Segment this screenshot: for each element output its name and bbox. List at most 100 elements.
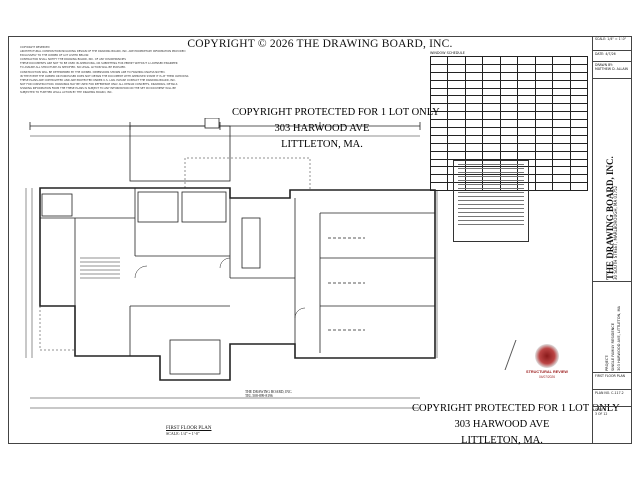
schedule-cell <box>499 134 519 144</box>
schedule-cell <box>534 71 554 81</box>
schedule-row <box>429 127 588 136</box>
schedule-cell <box>447 63 466 73</box>
schedule-cell <box>447 103 466 113</box>
stamp-address: 303 HARWOOD AVE <box>454 419 550 430</box>
schedule-cell <box>517 79 536 89</box>
schedule-cell <box>429 56 449 65</box>
schedule-cell <box>517 150 536 160</box>
schedule-cell <box>482 95 501 105</box>
schedule-cell <box>517 71 536 81</box>
schedule-cell <box>517 134 536 144</box>
schedule-cell <box>429 63 449 73</box>
schedule-cell <box>499 127 519 136</box>
schedule-row <box>429 134 588 144</box>
schedule-row <box>429 63 588 73</box>
note-line: SHARING INFORMATION FROM THE THESE PLANS… <box>20 86 176 90</box>
schedule-cell <box>429 95 449 105</box>
schedule-cell <box>534 166 554 176</box>
schedule-cell <box>517 142 536 152</box>
schedule-cell <box>447 111 466 121</box>
schedule-cell <box>552 63 571 73</box>
schedule-row <box>429 79 588 89</box>
schedule-cell <box>499 142 519 152</box>
stamp-line: COPYRIGHT PROTECTED FOR 1 LOT ONLY <box>232 107 440 118</box>
review-seal-icon <box>535 344 559 368</box>
schedule-cell <box>552 87 571 97</box>
window-schedule-table <box>429 56 588 192</box>
schedule-cell <box>569 71 588 81</box>
note-line: SUBJECTED TO FURTHER LEGAL ACTION BY THE… <box>20 91 113 95</box>
schedule-cell <box>569 103 588 113</box>
schedule-cell <box>517 119 536 129</box>
note-line: THESE DOCUMENTS ARE NOT TO BE USED IN AP… <box>20 62 178 66</box>
schedule-cell <box>464 111 484 121</box>
title-block: SCALE: 1/4" = 1'-0" DATE: 4/7/26 DRAWN B… <box>592 36 632 444</box>
schedule-cell <box>464 56 484 65</box>
structural-review-stamp: STRUCTURAL REVIEW 04/07/2026 <box>515 340 579 384</box>
schedule-cell <box>482 79 501 89</box>
note-line: THESE PLANS ARE COPYRIGHTED AND ARE PROT… <box>20 78 176 82</box>
schedule-cell <box>499 79 519 89</box>
tb-date: DATE: 4/7/26 <box>593 51 632 62</box>
schedule-cell <box>464 79 484 89</box>
schedule-cell <box>499 103 519 113</box>
note-line: EXCLUSIVELY TO THE OWNER OF LOT LISTED B… <box>20 54 89 58</box>
schedule-cell <box>569 119 588 129</box>
schedule-cell <box>552 71 571 81</box>
schedule-cell <box>569 142 588 152</box>
schedule-row <box>429 71 588 81</box>
schedule-cell <box>552 150 571 160</box>
schedule-row <box>429 150 588 160</box>
schedule-cell <box>534 87 554 97</box>
schedule-row <box>429 158 588 168</box>
schedule-cell <box>447 79 466 89</box>
schedule-cell <box>464 127 484 136</box>
schedule-cell <box>534 79 554 89</box>
tb-firm: THE DRAWING BOARD, INC. 30 SOUTH STREET,… <box>593 79 632 282</box>
schedule-cell <box>482 119 501 129</box>
review-date: 04/07/2026 <box>539 375 555 379</box>
schedule-cell <box>447 95 466 105</box>
plan-title: FIRST FLOOR PLAN <box>166 426 212 431</box>
schedule-cell <box>464 63 484 73</box>
review-label: STRUCTURAL REVIEW <box>526 370 568 374</box>
schedule-cell <box>569 56 588 65</box>
schedule-cell <box>569 174 588 184</box>
tb-plan-no: PLAN NO. C-117.2 <box>593 390 632 407</box>
schedule-cell <box>517 63 536 73</box>
schedule-cell <box>464 142 484 152</box>
schedule-cell <box>552 166 571 176</box>
schedule-cell <box>464 103 484 113</box>
schedule-cell <box>552 95 571 105</box>
schedule-cell <box>517 95 536 105</box>
schedule-cell <box>534 119 554 129</box>
schedule-cell <box>534 158 554 168</box>
copyright-banner: COPYRIGHT © 2026 THE DRAWING BOARD, INC. <box>187 38 453 50</box>
schedule-cell <box>447 71 466 81</box>
schedule-cell <box>534 134 554 144</box>
schedule-cell <box>569 63 588 73</box>
schedule-cell <box>447 87 466 97</box>
schedule-cell <box>429 71 449 81</box>
schedule-cell <box>482 127 501 136</box>
schedule-cell <box>552 103 571 113</box>
schedule-cell <box>482 87 501 97</box>
schedule-cell <box>447 134 466 144</box>
schedule-cell <box>534 174 554 184</box>
schedule-cell <box>447 119 466 129</box>
tb-project-label: PROJECT: <box>604 354 609 371</box>
copyright-stamp-bottom: COPYRIGHT PROTECTED FOR 1 LOT ONLY 303 H… <box>412 403 620 446</box>
schedule-cell <box>534 103 554 113</box>
schedule-cell <box>447 127 466 136</box>
schedule-cell <box>552 134 571 144</box>
schedule-row <box>429 56 588 65</box>
firm-small: THE DRAWING BOARD, INC. TEL 508-899-8196 <box>245 390 292 399</box>
schedule-cell <box>569 182 588 192</box>
schedule-cell <box>569 134 588 144</box>
schedule-cell <box>534 142 554 152</box>
schedule-cell <box>464 87 484 97</box>
schedule-cell <box>534 150 554 160</box>
tb-firm-name: THE DRAWING BOARD, INC. <box>604 156 615 280</box>
tb-project-name: SINGLE FAMILY RESIDENCE <box>610 322 615 371</box>
schedule-cell <box>534 63 554 73</box>
